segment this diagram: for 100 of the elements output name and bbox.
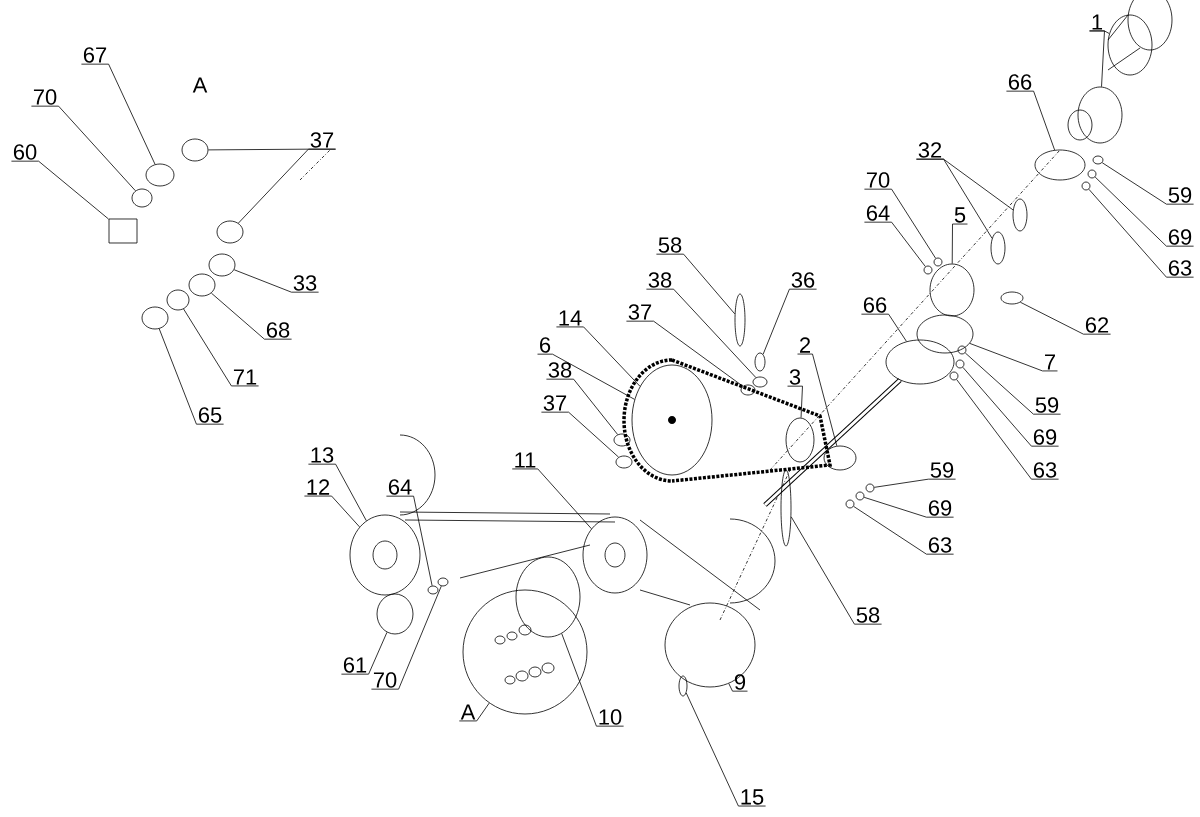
part-outline: [823, 445, 857, 471]
callout-number: 37: [628, 304, 652, 320]
callout-number: 65: [198, 407, 222, 423]
view-label: A: [192, 77, 208, 93]
part-outline: [1081, 181, 1091, 191]
leader-line: [685, 692, 766, 807]
part-outline: [216, 220, 244, 244]
leader-line: [864, 188, 937, 259]
callout-number: A: [460, 704, 476, 720]
callout-number: 61: [343, 657, 367, 673]
leader-line: [233, 269, 319, 293]
part-outline: [916, 314, 974, 354]
leader-line: [183, 308, 259, 387]
callout-number: 36: [791, 272, 815, 288]
leader-line: [556, 326, 641, 387]
leader-line: [956, 379, 1059, 480]
callout-number: 69: [1033, 429, 1057, 445]
part-outline: [141, 306, 169, 330]
part-outline: [780, 469, 792, 547]
callout-number: 59: [1035, 397, 1059, 413]
callout-number: 15: [741, 789, 764, 805]
callout-number: 7: [1045, 354, 1055, 370]
leader-line: [916, 158, 993, 239]
leader-line: [951, 223, 968, 264]
callout-number: 66: [863, 297, 887, 313]
leader-line: [1089, 30, 1105, 88]
callout-number: 58: [658, 237, 682, 253]
callout-number: 38: [648, 272, 672, 288]
part-outline: [108, 218, 138, 244]
callout-number: 5: [954, 207, 966, 223]
leader-line: [1101, 162, 1194, 205]
leader-line: [304, 495, 360, 528]
part-outline: [955, 359, 965, 369]
callout-number: 70: [866, 172, 890, 188]
part-outline: [885, 339, 955, 385]
part-outline: [664, 602, 756, 688]
callout-number: 67: [83, 47, 107, 63]
leader-line: [1006, 90, 1055, 151]
leader-line: [458, 702, 490, 722]
part-outline: [145, 163, 175, 187]
part-outline: [949, 371, 959, 381]
leader-line: [31, 105, 136, 192]
callout-number: 70: [33, 89, 57, 105]
leader-line: [969, 343, 1058, 372]
callout-number: 14: [559, 310, 582, 326]
leader-line: [797, 353, 838, 447]
part-outline: [740, 384, 756, 396]
callout-number: 66: [1008, 74, 1032, 90]
callout-number: 58: [856, 607, 880, 623]
callout-number: 32: [918, 142, 942, 158]
leader-line: [656, 253, 736, 315]
callout-number: 62: [1085, 317, 1109, 333]
callout-number: 6: [540, 337, 551, 353]
callout-number: 9: [734, 674, 746, 690]
leader-line: [728, 683, 748, 692]
part-outline: [957, 345, 967, 355]
leader-line: [211, 292, 292, 340]
leader-line: [863, 496, 954, 518]
leader-line: [308, 463, 367, 522]
part-outline: [427, 585, 439, 595]
part-outline: [865, 483, 875, 493]
leader-line: [962, 366, 1059, 447]
part-outline: [929, 263, 975, 317]
part-outline: [515, 556, 581, 638]
part-outline: [1000, 291, 1024, 305]
leader-line: [864, 221, 926, 267]
callout-number: 10: [599, 709, 622, 725]
callout-number: 63: [1168, 260, 1192, 276]
callout-number: 11: [515, 452, 536, 468]
leader-line: [371, 585, 442, 690]
callout-number: 70: [373, 672, 397, 688]
part-outline: [752, 376, 768, 388]
callout-number: 33: [293, 275, 317, 291]
part-outline: [208, 253, 236, 277]
callout-number: 63: [1033, 462, 1057, 478]
part-outline: [1092, 155, 1104, 165]
callout-number: 3: [789, 369, 801, 385]
leader-line: [238, 148, 336, 224]
part-outline: [1034, 149, 1086, 181]
leader-line: [541, 411, 619, 458]
leader-line: [546, 378, 619, 435]
part-outline: [615, 455, 633, 469]
part-outline: [166, 289, 190, 311]
leader-line: [561, 633, 624, 727]
part-outline: [734, 293, 746, 347]
part-outline: [1087, 169, 1097, 179]
callout-number: 63: [928, 537, 952, 553]
leader-line: [386, 495, 433, 587]
leader-line: [787, 385, 803, 419]
part-outline: [437, 577, 449, 587]
callout-number: 60: [13, 144, 37, 160]
callout-number: 59: [1168, 187, 1192, 203]
part-outline: [933, 257, 943, 267]
leader-line: [81, 63, 156, 165]
leader-line: [861, 313, 907, 342]
part-outline: [678, 675, 688, 697]
part-outline: [376, 593, 414, 635]
part-outline: [1107, 14, 1153, 76]
callout-number: 69: [1168, 229, 1192, 245]
leader-line: [873, 478, 956, 488]
